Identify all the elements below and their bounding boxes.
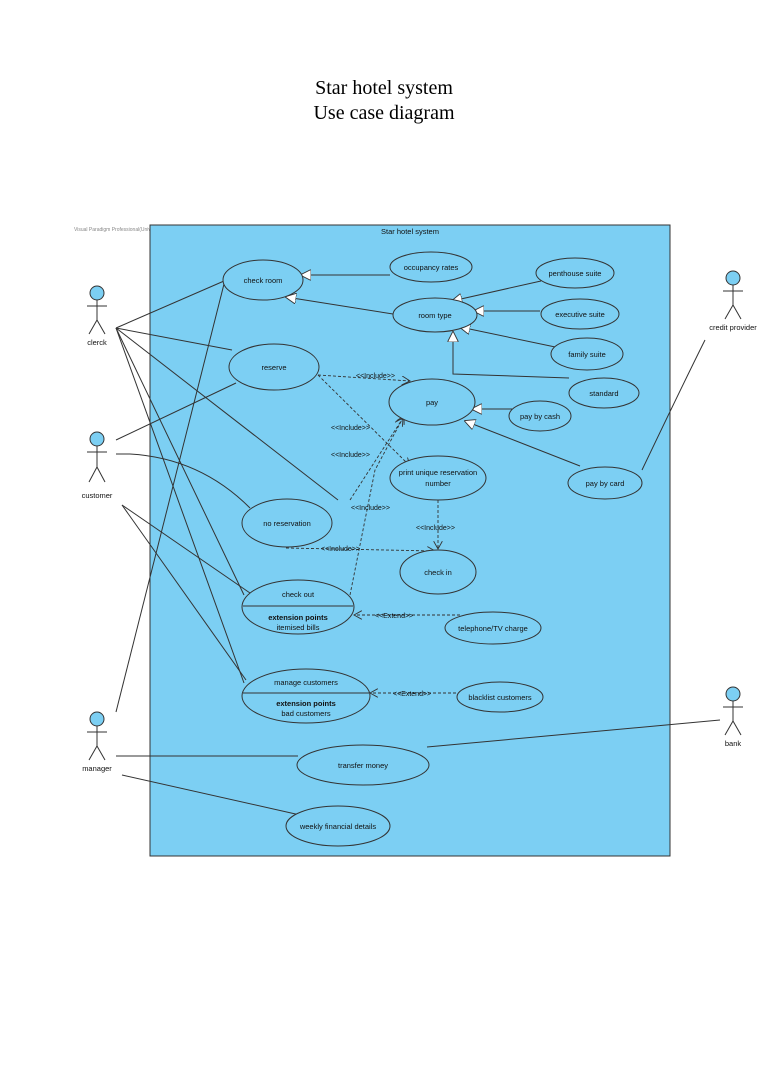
include-label-reserve-pay: <<Include>> bbox=[356, 373, 395, 380]
use-case-standard bbox=[568, 377, 640, 409]
use-case-executive-suite bbox=[540, 298, 620, 330]
use-case-label-pay-by-card: pay by card bbox=[586, 479, 625, 488]
use-case-telephone-tv-charge bbox=[444, 611, 542, 645]
use-case-weekly-financial-details bbox=[285, 805, 391, 847]
extend-label-telephone: <<Extend>> bbox=[375, 613, 413, 620]
use-case-label-reserve: reserve bbox=[261, 363, 286, 372]
actor-customer bbox=[87, 431, 107, 483]
actor-manager bbox=[87, 711, 107, 761]
include-label-checkin-pay: <<Include>> bbox=[351, 505, 390, 512]
use-case-check-out bbox=[241, 579, 355, 635]
include-label-to-pay: <<Include>> bbox=[331, 452, 370, 459]
use-case-pay-by-cash bbox=[508, 400, 572, 432]
actor-label-bank: bank bbox=[725, 739, 742, 748]
include-label-reserve-print: <<Include>> bbox=[331, 425, 370, 432]
use-case-penthouse-suite bbox=[535, 257, 615, 289]
use-case-label-room-type: room type bbox=[418, 311, 451, 320]
watermark-text: Visual Paradigm Professional(University … bbox=[74, 227, 216, 233]
associations bbox=[115, 280, 721, 816]
use-case-label-penthouse-suite: penthouse suite bbox=[549, 269, 602, 278]
use-case-manage-customers bbox=[241, 668, 371, 724]
page-subtitle: Use case diagram bbox=[313, 102, 455, 124]
use-case-label-family-suite: family suite bbox=[568, 350, 606, 359]
use-case-print-unique-reservation-number bbox=[389, 455, 487, 501]
include-label-print-checkin: <<Include>> bbox=[416, 525, 455, 532]
use-case-label-telephone-tv-charge: telephone/TV charge bbox=[458, 624, 528, 633]
use-case-label-executive-suite: executive suite bbox=[555, 310, 605, 319]
use-case-pay bbox=[388, 378, 476, 426]
extend-label-blacklist: <<Extend>> bbox=[393, 691, 431, 698]
actor-label-clerck: clerck bbox=[87, 338, 107, 347]
use-case-reserve bbox=[228, 343, 320, 391]
check-out-extension-points-title: extension points bbox=[268, 613, 328, 622]
use-case-pay-by-card bbox=[567, 466, 643, 500]
use-case-label-print-unique-line1: print unique reservation bbox=[399, 468, 477, 477]
generalizations bbox=[286, 275, 581, 467]
use-case-label-occupancy-rates: occupancy rates bbox=[404, 263, 459, 272]
use-case-blacklist-customers bbox=[456, 681, 544, 713]
include-label-noreservation-checkin: <<Include>> bbox=[321, 546, 360, 553]
manage-customers-extension-point-bad-customers: bad customers bbox=[281, 709, 330, 718]
actor-bank bbox=[723, 686, 743, 736]
dependencies bbox=[285, 374, 460, 693]
actor-label-manager: manager bbox=[82, 764, 112, 773]
use-case-label-weekly-financial-details: weekly financial details bbox=[299, 822, 377, 831]
actor-credit-provider bbox=[723, 270, 743, 320]
use-case-occupancy-rates bbox=[389, 251, 473, 283]
use-case-label-check-room: check room bbox=[244, 276, 283, 285]
use-case-label-manage-customers: manage customers bbox=[274, 678, 338, 687]
actor-label-customer: customer bbox=[82, 491, 113, 500]
use-case-label-blacklist-customers: blacklist customers bbox=[468, 693, 532, 702]
use-case-label-standard: standard bbox=[589, 389, 618, 398]
use-case-label-pay: pay bbox=[426, 398, 438, 407]
manage-customers-extension-points-title: extension points bbox=[276, 699, 336, 708]
use-case-room-type bbox=[392, 297, 478, 333]
use-case-label-check-out: check out bbox=[282, 590, 315, 599]
use-case-label-check-in: check in bbox=[424, 568, 452, 577]
use-case-label-pay-by-cash: pay by cash bbox=[520, 412, 560, 421]
actor-label-credit-provider: credit provider bbox=[709, 323, 757, 332]
system-boundary-label: Star hotel system bbox=[381, 227, 439, 236]
use-case-label-transfer-money: transfer money bbox=[338, 761, 388, 770]
use-case-label-no-reservation: no reservation bbox=[263, 519, 311, 528]
check-out-extension-point-itemised-bills: itemised bills bbox=[277, 623, 320, 632]
page-title: Star hotel system bbox=[315, 77, 453, 99]
use-case-transfer-money bbox=[296, 744, 430, 786]
actor-clerck bbox=[87, 285, 107, 335]
use-case-check-in bbox=[399, 549, 477, 595]
use-case-no-reservation bbox=[241, 498, 333, 548]
use-case-label-print-unique-line2: number bbox=[425, 479, 451, 488]
use-case-check-room bbox=[222, 259, 304, 301]
use-case-family-suite bbox=[550, 337, 624, 371]
